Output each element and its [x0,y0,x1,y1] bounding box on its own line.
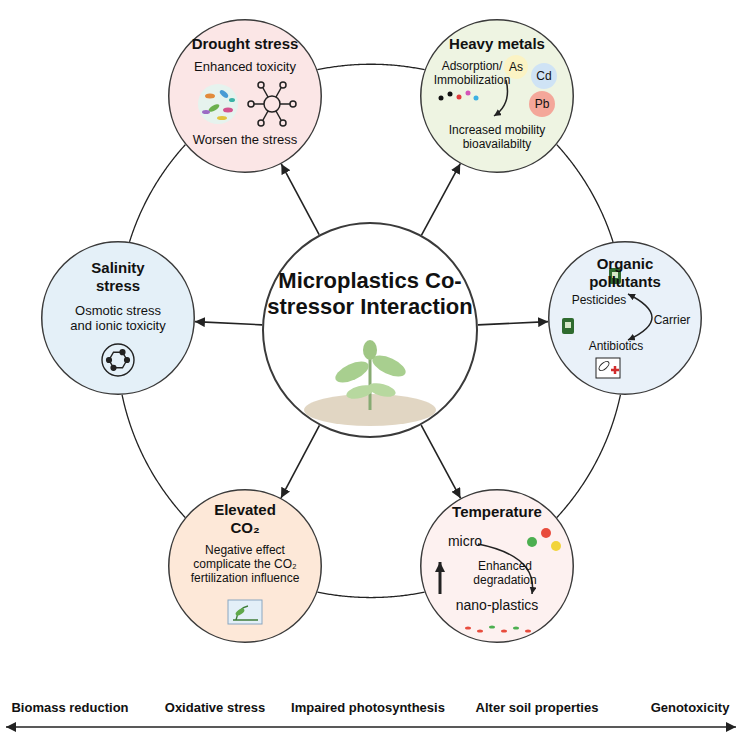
arrow-connector [478,322,548,325]
ring-connector [317,64,424,69]
circle-shape [531,63,557,89]
arrow-connector [422,164,461,235]
stressor-circle: Organic pollutantsPesticidesCarrierAntib… [548,241,702,395]
metal-circle: Pb [529,91,555,117]
effect-text: Enhanced toxicity [168,59,322,74]
pollutant-text: Antibiotics [576,339,656,353]
circle-shape [263,223,477,437]
effect-label: Genotoxicity [651,700,730,715]
hub-circle: Microplastics Co-stressor Interaction [262,222,478,438]
effect-text: Worsen the stress [168,132,322,147]
arrow-connector [281,164,319,235]
stressor-circle: Salinity stressOsmotic stress and ionic … [41,241,195,395]
ring-connector [122,395,185,518]
circle-shape [549,242,702,395]
stressor-heading: Salinity stress [78,259,158,294]
effect-text: Osmotic stress and ionic toxicity [63,303,173,334]
circle-shape [529,91,555,117]
stressor-circle: Heavy metalsAdsorption/ ImmobilizationIn… [420,19,574,173]
stressor-heading: Elevated CO₂ [205,501,285,536]
stressor-heading: Organic pollutants [568,255,682,290]
effect-label: Alter soil properties [476,700,599,715]
stressor-heading: Drought stress [168,35,322,53]
pollutant-text: Pesticides [564,293,634,307]
stressor-heading: Heavy metals [420,35,574,53]
effect-text: Negative effect complicate the CO₂ ferti… [185,543,305,585]
arrow-connector [281,425,319,498]
element-symbol: Cd [531,63,557,89]
circle-shape [421,20,574,173]
effect-text: Increased mobility bioavailabilty [437,123,557,151]
effect-text: Enhanced degradation [460,559,550,587]
circle-shape [169,20,322,173]
stressor-circle: Drought stressEnhanced toxicityWorsen th… [168,19,322,173]
pollutant-text: Carrier [646,313,698,327]
effect-label: Oxidative stress [165,700,265,715]
ring-connector [557,395,621,518]
ring-connector [557,145,613,242]
element-symbol: Pb [529,91,555,117]
particle-text: nano-plastics [447,597,547,614]
effect-label: Impaired photosynthesis [291,700,445,715]
effect-axis-arrow [6,726,736,728]
ring-connector [317,592,424,597]
circle-shape [504,55,528,79]
stressor-heading: Temperature [420,503,574,521]
particle-text: micro [440,533,490,550]
effect-label: Biomass reduction [11,700,128,715]
circle-outline [262,222,478,438]
arrow-connector [195,322,262,325]
metal-circle: Cd [531,63,557,89]
effect-text: Adsorption/ Immobilization [432,59,512,87]
stressor-circle: Elevated CO₂ Negative effect complicate t… [168,489,322,643]
metal-circle: As [504,55,528,79]
arrow-connector [421,425,460,498]
circle-shape [169,490,322,643]
hub-title: Microplastics Co-stressor Interaction [262,268,478,320]
circle-shape [421,490,574,643]
ring-connector [130,145,186,242]
stressor-circle: Temperature microEnhanced degradation nano… [420,489,574,643]
circle-shape [42,242,195,395]
element-symbol: As [504,55,528,79]
